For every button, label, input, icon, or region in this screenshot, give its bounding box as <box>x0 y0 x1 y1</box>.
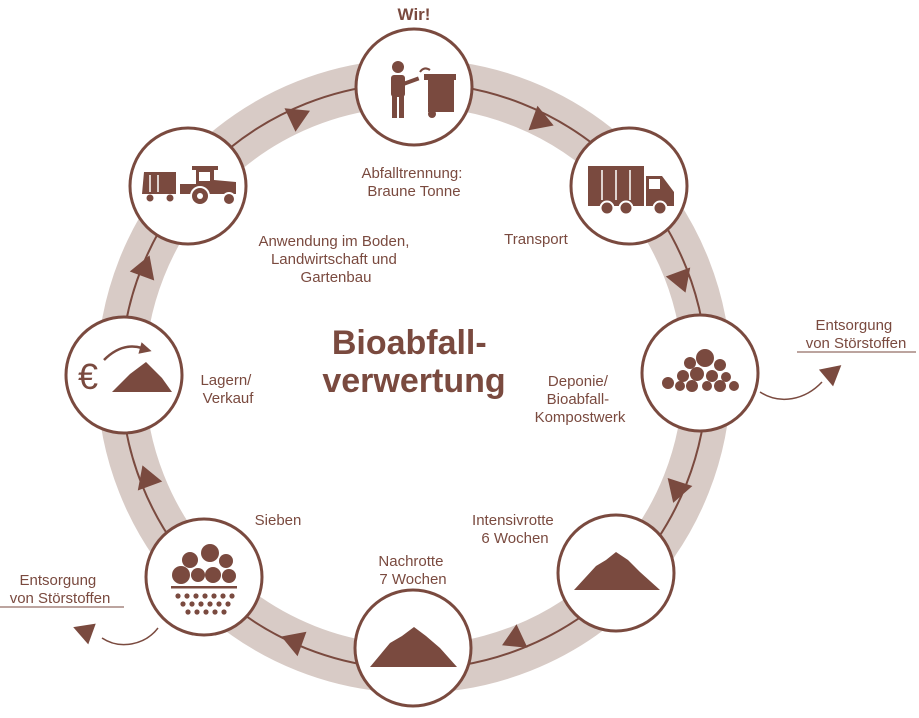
label-anwendung-line-2: Landwirtschaft und <box>271 251 397 268</box>
label-stoerstoffe-left-line-2: von Störstoffen <box>10 590 111 607</box>
node-abfalltrennung <box>354 27 474 147</box>
garbage-truck-icon <box>588 166 674 216</box>
compost-heap-icon <box>574 552 660 590</box>
center-title-line-2: verwertung <box>322 362 505 400</box>
label-stoerstoffe-right-line-1: Entsorgung <box>816 317 893 334</box>
side-output-right <box>759 351 916 400</box>
label-sieben-line-1: Sieben <box>255 512 302 529</box>
sieve-icon <box>171 544 237 615</box>
tractor-icon <box>142 166 236 206</box>
label-stoerstoffe-right: Entsorgung von Störstoffen <box>806 317 907 352</box>
arrow-1 <box>528 105 554 131</box>
node-transport <box>569 126 689 246</box>
arrow-8 <box>284 108 310 132</box>
label-transport-line-1: Transport <box>504 231 568 248</box>
arrow-6 <box>137 465 163 491</box>
label-intensivrotte: Intensivrotte 6 Wochen <box>472 512 558 547</box>
label-abfalltrennung-line-2: Braune Tonne <box>367 183 460 200</box>
flow-arrows <box>129 105 693 657</box>
top-label: Wir! <box>398 5 431 24</box>
arrow-7 <box>129 255 155 281</box>
label-lagern: Lagern/ Verkauf <box>200 372 255 407</box>
label-anwendung-line-3: Gartenbau <box>301 269 372 286</box>
label-sieben: Sieben <box>255 512 302 529</box>
node-anwendung <box>128 126 248 246</box>
label-kompostwerk: Deponie/ Bioabfall- Kompostwerk <box>535 373 626 426</box>
label-kompostwerk-line-3: Kompostwerk <box>535 409 626 426</box>
node-kompostwerk <box>640 313 760 433</box>
label-intensivrotte-line-2: 6 Wochen <box>481 530 548 547</box>
label-nachrotte-line-2: 7 Wochen <box>379 571 446 588</box>
euro-heap-icon: € <box>78 342 172 397</box>
label-kompostwerk-line-1: Deponie/ <box>548 373 609 390</box>
label-nachrotte: Nachrotte 7 Wochen <box>378 553 447 588</box>
arrow-2 <box>665 267 691 293</box>
label-stoerstoffe-left-line-1: Entsorgung <box>20 572 97 589</box>
center-title: Bioabfall- verwertung <box>322 324 505 400</box>
arrow-3 <box>667 477 693 503</box>
compost-heap-icon <box>370 627 457 667</box>
center-title-line-1: Bioabfall- <box>332 324 487 362</box>
label-transport: Transport <box>504 231 568 248</box>
node-lagern: € <box>64 315 184 435</box>
side-arrow-right <box>818 365 842 387</box>
arrow-5 <box>281 631 307 657</box>
side-output-left <box>0 606 159 646</box>
person-bin-icon <box>391 61 456 118</box>
label-intensivrotte-line-1: Intensivrotte <box>472 512 554 529</box>
node-sieben <box>144 517 264 637</box>
label-anwendung-line-1: Anwendung im Boden, <box>258 233 409 250</box>
side-arrow-left <box>73 623 96 645</box>
label-lagern-line-1: Lagern/ <box>200 372 252 389</box>
arrow-4 <box>502 624 528 648</box>
svg-text:€: € <box>78 356 98 397</box>
label-lagern-line-2: Verkauf <box>203 390 255 407</box>
node-nachrotte <box>353 588 473 708</box>
label-abfalltrennung-line-1: Abfalltrennung: <box>361 165 462 182</box>
label-anwendung: Anwendung im Boden, Landwirtschaft und G… <box>258 233 413 286</box>
node-intensivrotte <box>556 513 676 633</box>
label-kompostwerk-line-2: Bioabfall- <box>547 391 610 408</box>
label-stoerstoffe-left: Entsorgung von Störstoffen <box>10 572 111 607</box>
label-abfalltrennung: Abfalltrennung: Braune Tonne <box>361 165 466 200</box>
waste-pile-icon <box>662 349 739 392</box>
label-stoerstoffe-right-line-2: von Störstoffen <box>806 335 907 352</box>
label-nachrotte-line-1: Nachrotte <box>378 553 443 570</box>
